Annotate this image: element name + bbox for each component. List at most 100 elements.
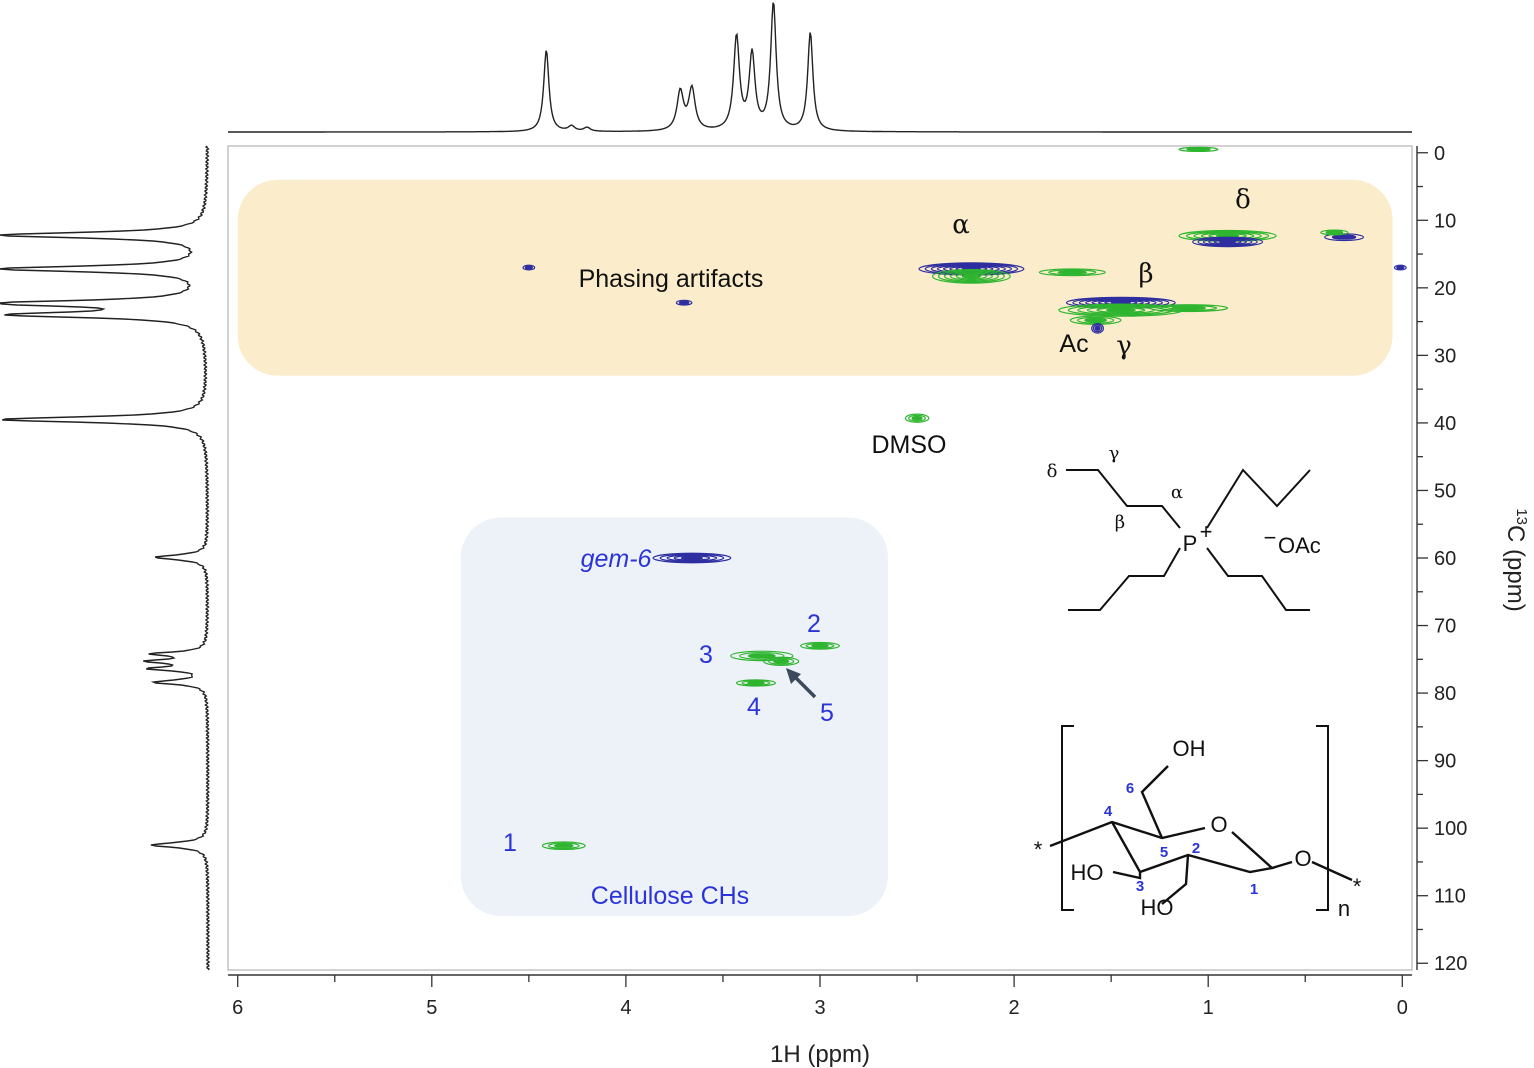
x-tick-label: 0 xyxy=(1397,997,1408,1019)
contour-level xyxy=(911,415,923,421)
y-tick-label: 110 xyxy=(1434,886,1466,908)
contour-level xyxy=(1160,305,1218,312)
contour-level xyxy=(678,300,690,305)
gamma-label: γ xyxy=(1116,331,1132,361)
peak-label-5: 5 xyxy=(820,699,834,727)
x-tick-label: 5 xyxy=(426,997,437,1019)
il-beta: β xyxy=(1115,512,1125,533)
y-tick-label: 20 xyxy=(1434,278,1456,300)
contour-peak-15 xyxy=(1038,268,1106,277)
cellulose-c3: 3 xyxy=(1136,878,1144,895)
peak-label-1: 1 xyxy=(503,829,517,857)
region-0 xyxy=(237,179,1393,376)
contour-level xyxy=(768,657,795,665)
contour-peak-1 xyxy=(730,650,794,662)
contour-level xyxy=(955,273,987,280)
y-axis-title: 13C (ppm) xyxy=(1502,508,1530,611)
cellulose-bonds xyxy=(1049,765,1353,905)
contour-peak-17 xyxy=(522,264,536,271)
contour-level xyxy=(524,265,533,270)
contour-level xyxy=(741,680,771,686)
contour-level xyxy=(1393,264,1407,271)
cellulose-brackets xyxy=(1061,725,1329,911)
cellulose-ring-o: O xyxy=(1210,812,1227,837)
cellulose-subscript: n xyxy=(1338,896,1350,921)
il-delta: δ xyxy=(1047,461,1058,482)
y-tick-label: 10 xyxy=(1434,210,1456,232)
contour-peak-11 xyxy=(1069,315,1122,325)
il-charge: + xyxy=(1200,519,1213,544)
contour-level xyxy=(1325,230,1344,235)
contour-level xyxy=(1094,325,1101,331)
contour-level xyxy=(738,651,785,660)
proton-projection-trace xyxy=(228,2,1412,133)
contour-level xyxy=(1178,146,1219,153)
contour-level xyxy=(1197,237,1258,247)
contour-level xyxy=(673,555,711,561)
x-tick-label: 6 xyxy=(232,997,243,1019)
il-alpha: α xyxy=(1171,482,1183,503)
contour-level xyxy=(811,643,829,648)
contour-level xyxy=(1105,308,1136,313)
contour-level xyxy=(652,552,732,564)
contour-peak-18 xyxy=(675,299,693,306)
delta-label: δ xyxy=(1235,185,1251,215)
contour-peak-16 xyxy=(1149,304,1229,313)
cellulose-structure: OH HO HO O O * * n 1 2 3 4 5 6 xyxy=(1034,725,1362,921)
y-tick-label: 80 xyxy=(1434,683,1456,705)
region-1 xyxy=(460,517,888,916)
contour-level xyxy=(931,269,1011,284)
contour-level xyxy=(659,553,725,563)
cellulose-c4: 4 xyxy=(1104,803,1113,820)
phasing-artifacts-label: Phasing artifacts xyxy=(579,265,764,293)
contour-level xyxy=(805,642,835,649)
contour-level xyxy=(1331,234,1357,240)
il-bonds xyxy=(1066,468,1311,611)
contour-level xyxy=(522,264,536,271)
contour-level xyxy=(1396,265,1405,270)
peak-5-arrow xyxy=(786,668,817,699)
contour-level xyxy=(730,650,794,662)
highlight-regions xyxy=(237,179,1393,916)
contour-level xyxy=(949,272,993,281)
contour-peak-3 xyxy=(763,656,800,666)
y-tick-label: 60 xyxy=(1434,548,1456,570)
carbon-projection-trace xyxy=(0,145,211,971)
x-tick-label: 3 xyxy=(814,997,825,1019)
contour-peak-5 xyxy=(541,841,586,851)
il-phosphorus: P xyxy=(1183,531,1198,556)
contour-level xyxy=(773,659,790,664)
contour-level xyxy=(1213,239,1242,245)
contour-level xyxy=(1171,306,1207,311)
contour-peaks xyxy=(522,146,1407,851)
plot-frame xyxy=(227,145,1413,971)
contour-level xyxy=(747,653,776,659)
cellulose-star-right: * xyxy=(1353,874,1362,899)
y-tick-label: 40 xyxy=(1434,413,1456,435)
y-tick-label: 100 xyxy=(1434,818,1467,840)
contour-level xyxy=(943,271,999,282)
y-tick-label: 30 xyxy=(1434,345,1456,367)
gem6-label: gem-6 xyxy=(581,545,652,573)
cellulose-star-left: * xyxy=(1034,837,1043,862)
contour-level xyxy=(904,413,930,423)
contour-level xyxy=(1149,304,1229,313)
peak-label-4: 4 xyxy=(747,693,761,721)
cellulose-ho-left: HO xyxy=(1071,860,1104,885)
contour-level xyxy=(1048,269,1097,276)
contour-level xyxy=(547,842,580,849)
cellulose-chs-label: Cellulose CHs xyxy=(591,882,749,910)
contour-level xyxy=(666,554,718,562)
ionic-liquid-structure: δ γ α β P + − OAc xyxy=(1047,443,1321,611)
contour-peak-6 xyxy=(904,413,930,423)
contour-level xyxy=(1091,323,1104,334)
contour-level xyxy=(747,681,765,685)
cellulose-c2: 2 xyxy=(1192,840,1200,857)
contour-level xyxy=(1320,229,1349,236)
peak-label-2: 2 xyxy=(807,610,821,638)
il-gamma: γ xyxy=(1109,443,1120,464)
contour-level xyxy=(1202,238,1253,246)
contour-level xyxy=(1084,317,1108,323)
contour-level xyxy=(1208,238,1248,246)
